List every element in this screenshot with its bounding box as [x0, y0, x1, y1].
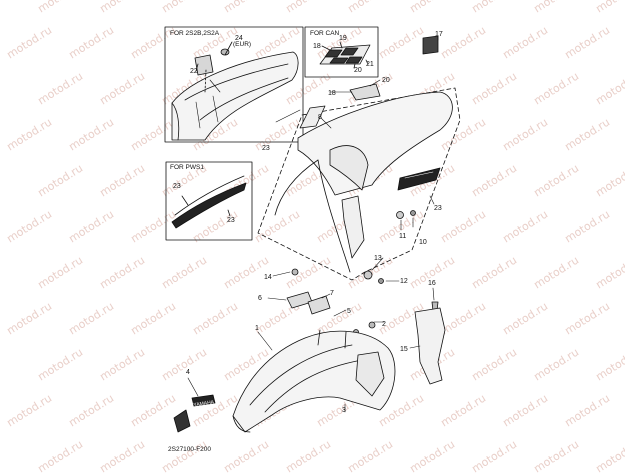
- callout-15: 15: [400, 346, 408, 353]
- inset-title-2s2b: FOR 2S2B,2S2A: [170, 30, 220, 37]
- callout-20: 20: [382, 77, 390, 84]
- callout-6: 6: [258, 295, 262, 302]
- callout-18-can: 18: [313, 43, 321, 50]
- inset-note-eur: (EUR): [233, 41, 251, 48]
- callout-13: 13: [374, 255, 382, 262]
- callout-23-d: 23: [434, 205, 442, 212]
- callout-5: 5: [347, 308, 351, 315]
- front-fender: [233, 330, 395, 432]
- callout-23-c: 23: [227, 217, 235, 224]
- inset-box-pws1: [166, 162, 252, 240]
- callout-21: 21: [366, 61, 374, 68]
- emblem: [174, 410, 190, 432]
- callout-18: 18: [328, 90, 336, 97]
- callout-20-can: 20: [354, 67, 362, 74]
- inset-title-can: FOR CAN: [310, 30, 340, 37]
- callout-8: 8: [318, 114, 322, 121]
- decal-17: [423, 36, 438, 54]
- callout-16: 16: [428, 280, 436, 287]
- callout-4: 4: [186, 369, 190, 376]
- pad-6: [287, 292, 312, 308]
- callout-22: 22: [190, 68, 198, 75]
- callout-3: 3: [342, 407, 346, 414]
- callout-2: 2: [382, 321, 386, 328]
- callout-17: 17: [435, 31, 443, 38]
- callout-14: 14: [264, 274, 272, 281]
- figure-code: 2S27100-F200: [168, 446, 211, 453]
- callout-7: 7: [330, 290, 334, 297]
- callout-23-a: 23: [262, 145, 270, 152]
- callout-24: 24: [235, 35, 243, 42]
- callout-11: 11: [399, 233, 406, 240]
- callout-19: 19: [339, 35, 347, 42]
- inset-title-pws1: FOR PWS1: [170, 164, 204, 171]
- callout-23-b: 23: [173, 183, 181, 190]
- callout-1: 1: [255, 325, 259, 332]
- pad-7: [308, 296, 330, 314]
- callout-12: 12: [400, 278, 408, 285]
- callout-10: 10: [419, 239, 427, 246]
